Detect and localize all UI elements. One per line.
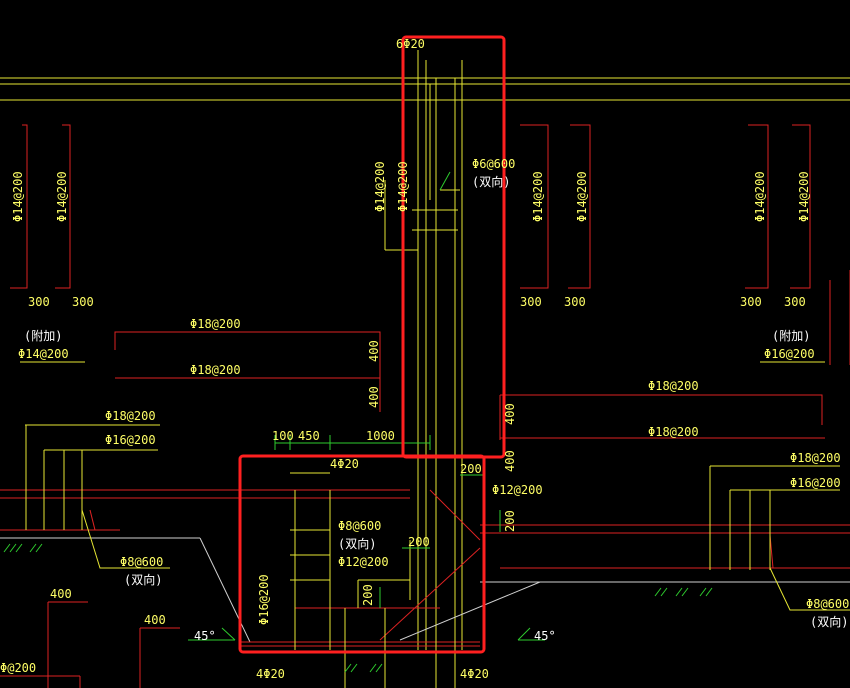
column-lines	[384, 50, 463, 650]
label-left-2: Φ16@200	[105, 433, 156, 447]
label-wall-mid-1: Φ14@200	[55, 171, 69, 222]
label-slab-top-2: Φ18@200	[190, 363, 241, 377]
foundation-slab	[0, 489, 850, 647]
label-bar-12-200-a: Φ12@200	[492, 483, 543, 497]
label-extra-right: (附加)	[772, 329, 810, 343]
label-col-vert-2: Φ14@200	[396, 161, 410, 212]
label-right-2: Φ16@200	[790, 476, 841, 490]
label-angle-left: 45°	[194, 629, 216, 643]
left-wall-rebar	[10, 124, 850, 365]
label-dim-300-b: 300	[72, 295, 94, 309]
label-bar-4-20-bl: 4Φ20	[256, 667, 285, 681]
label-angle-right: 45°	[534, 629, 556, 643]
label-dim-200-b: 200	[503, 510, 517, 532]
label-dim-100: 100	[272, 429, 294, 443]
label-dim-450: 450	[298, 429, 320, 443]
label-slab-r-2: Φ18@200	[648, 425, 699, 439]
highlight-foundation	[238, 454, 486, 654]
highlight-boxes	[238, 35, 506, 654]
label-corner-bl: Φ@200	[0, 661, 36, 675]
label-dim-300-a: 300	[28, 295, 50, 309]
label-wall-left: Φ14@200	[11, 171, 25, 222]
label-dim-400-d: 400	[503, 450, 517, 472]
label-dim-300-f: 300	[784, 295, 806, 309]
label-dim-200-d: 200	[361, 584, 375, 606]
label-dim-400-f: 400	[144, 613, 166, 627]
label-tie-top-note: (双向)	[472, 174, 510, 189]
label-wall-mid-3: Φ14@200	[575, 171, 589, 222]
label-tie-left: Φ8@600	[120, 555, 163, 569]
label-dim-400-e: 400	[50, 587, 72, 601]
label-wall-mid-2: Φ14@200	[531, 171, 545, 222]
label-tie-mid: Φ8@600	[338, 519, 381, 533]
label-slab-top-1: Φ18@200	[190, 317, 241, 331]
label-dim-400-c: 400	[503, 403, 517, 425]
label-slab-r-1: Φ18@200	[648, 379, 699, 393]
label-extra-right-bar: Φ16@200	[764, 347, 815, 361]
label-dim-300-d: 300	[564, 295, 586, 309]
label-wall-right-1: Φ14@200	[753, 171, 767, 222]
label-dim-200-a: 200	[460, 462, 482, 476]
label-dim-300-c: 300	[520, 295, 542, 309]
label-tie-left-note: (双向)	[124, 572, 162, 587]
label-extra-left-bar: Φ14@200	[18, 347, 69, 361]
top-beam-lines	[0, 77, 850, 101]
label-tie-mid-note: (双向)	[338, 536, 376, 551]
label-right-1: Φ18@200	[790, 451, 841, 465]
label-dim-400-a: 400	[367, 340, 381, 362]
label-tie-right-note: (双向)	[810, 614, 848, 629]
label-left-1: Φ18@200	[105, 409, 156, 423]
label-bar-12-200-b: Φ12@200	[338, 555, 389, 569]
label-dim-300-e: 300	[740, 295, 762, 309]
label-bar-16-200: Φ16@200	[257, 574, 271, 625]
label-bar-4-20-br: 4Φ20	[460, 667, 489, 681]
label-bar-4-20-top: 4Φ20	[330, 457, 359, 471]
label-col-vert-1: Φ14@200	[373, 161, 387, 212]
label-tie-top: Φ6@600	[472, 157, 515, 171]
label-tie-right: Φ8@600	[806, 597, 849, 611]
label-extra-left: (附加)	[24, 329, 62, 343]
left-slab-rebar	[20, 331, 825, 412]
label-dim-1000: 1000	[366, 429, 395, 443]
dimension-lines	[0, 435, 545, 688]
label-wall-right-2: Φ14@200	[797, 171, 811, 222]
right-slab-rebar	[499, 394, 825, 440]
label-dim-400-b: 400	[367, 386, 381, 408]
labels: 6Φ20 Φ14@200 Φ14@200 Φ14@200 Φ14@200 Φ14…	[0, 37, 849, 681]
foundation-verticals	[25, 424, 850, 688]
label-top-bar: 6Φ20	[396, 37, 425, 51]
label-dim-200-c: 200	[408, 535, 430, 549]
ground-hatch	[3, 543, 713, 673]
